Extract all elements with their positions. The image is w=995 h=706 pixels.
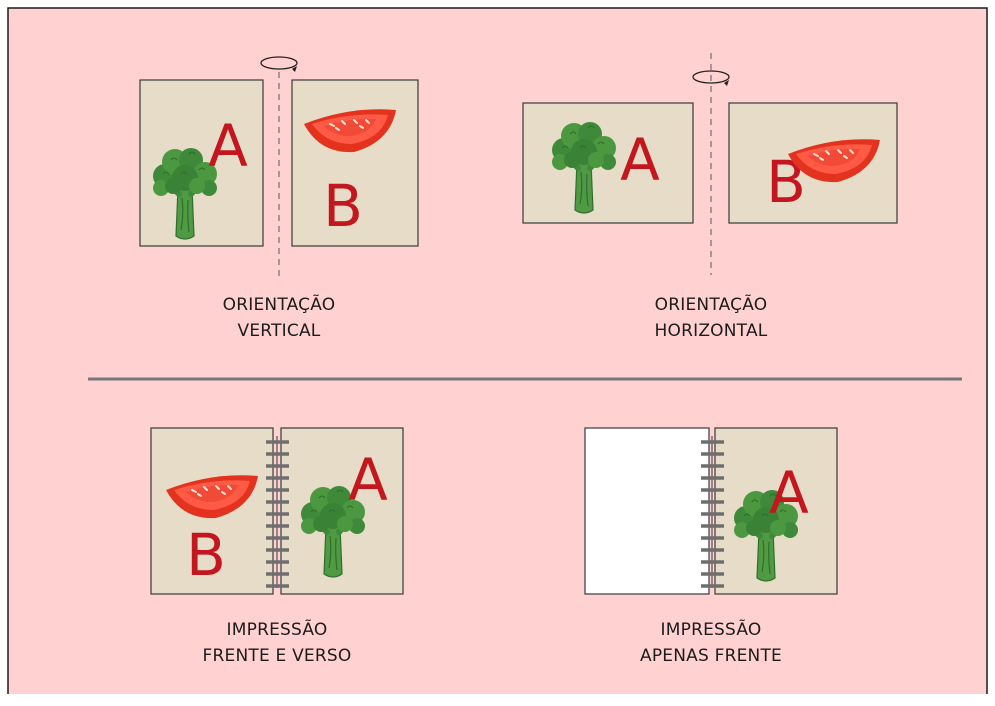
vertical-letter-b: B bbox=[323, 172, 363, 240]
duplex-caption: IMPRESSÃO FRENTE E VERSO bbox=[187, 617, 367, 669]
duplex-letter-a: A bbox=[348, 446, 388, 514]
simplex-page-blank bbox=[584, 427, 710, 595]
simplex-caption-line2: APENAS FRENTE bbox=[640, 646, 782, 666]
rotate-arrow-icon bbox=[260, 56, 298, 72]
panel-border bbox=[7, 7, 988, 694]
horizontal-caption-line2: HORIZONTAL bbox=[654, 321, 768, 341]
duplex-printing-illustration: B A bbox=[150, 427, 404, 595]
simplex-caption-line1: IMPRESSÃO bbox=[660, 620, 762, 640]
horizontal-letter-a: A bbox=[620, 126, 660, 194]
simplex-letter-a: A bbox=[769, 459, 809, 527]
spiral-binding-icon bbox=[701, 436, 724, 588]
vertical-page-back bbox=[291, 79, 419, 247]
spiral-binding-icon bbox=[266, 436, 289, 588]
horizontal-orientation-illustration: A B bbox=[522, 53, 898, 275]
rotate-arrow-icon bbox=[692, 70, 730, 86]
vertical-caption-line2: VERTICAL bbox=[237, 321, 321, 341]
vertical-letter-a: A bbox=[208, 112, 248, 180]
horizontal-caption-line1: ORIENTAÇÃO bbox=[654, 295, 768, 315]
duplex-caption-line1: IMPRESSÃO bbox=[226, 620, 328, 640]
simplex-printing-illustration: A bbox=[584, 427, 838, 595]
vertical-caption-line1: ORIENTAÇÃO bbox=[222, 295, 336, 315]
simplex-caption: IMPRESSÃO APENAS FRENTE bbox=[621, 617, 801, 669]
vertical-caption: ORIENTAÇÃO VERTICAL bbox=[189, 292, 369, 344]
vertical-orientation-illustration: A B bbox=[139, 56, 419, 276]
horizontal-caption: ORIENTAÇÃO HORIZONTAL bbox=[621, 292, 801, 344]
duplex-caption-line2: FRENTE E VERSO bbox=[202, 646, 352, 666]
duplex-letter-b: B bbox=[186, 521, 226, 589]
